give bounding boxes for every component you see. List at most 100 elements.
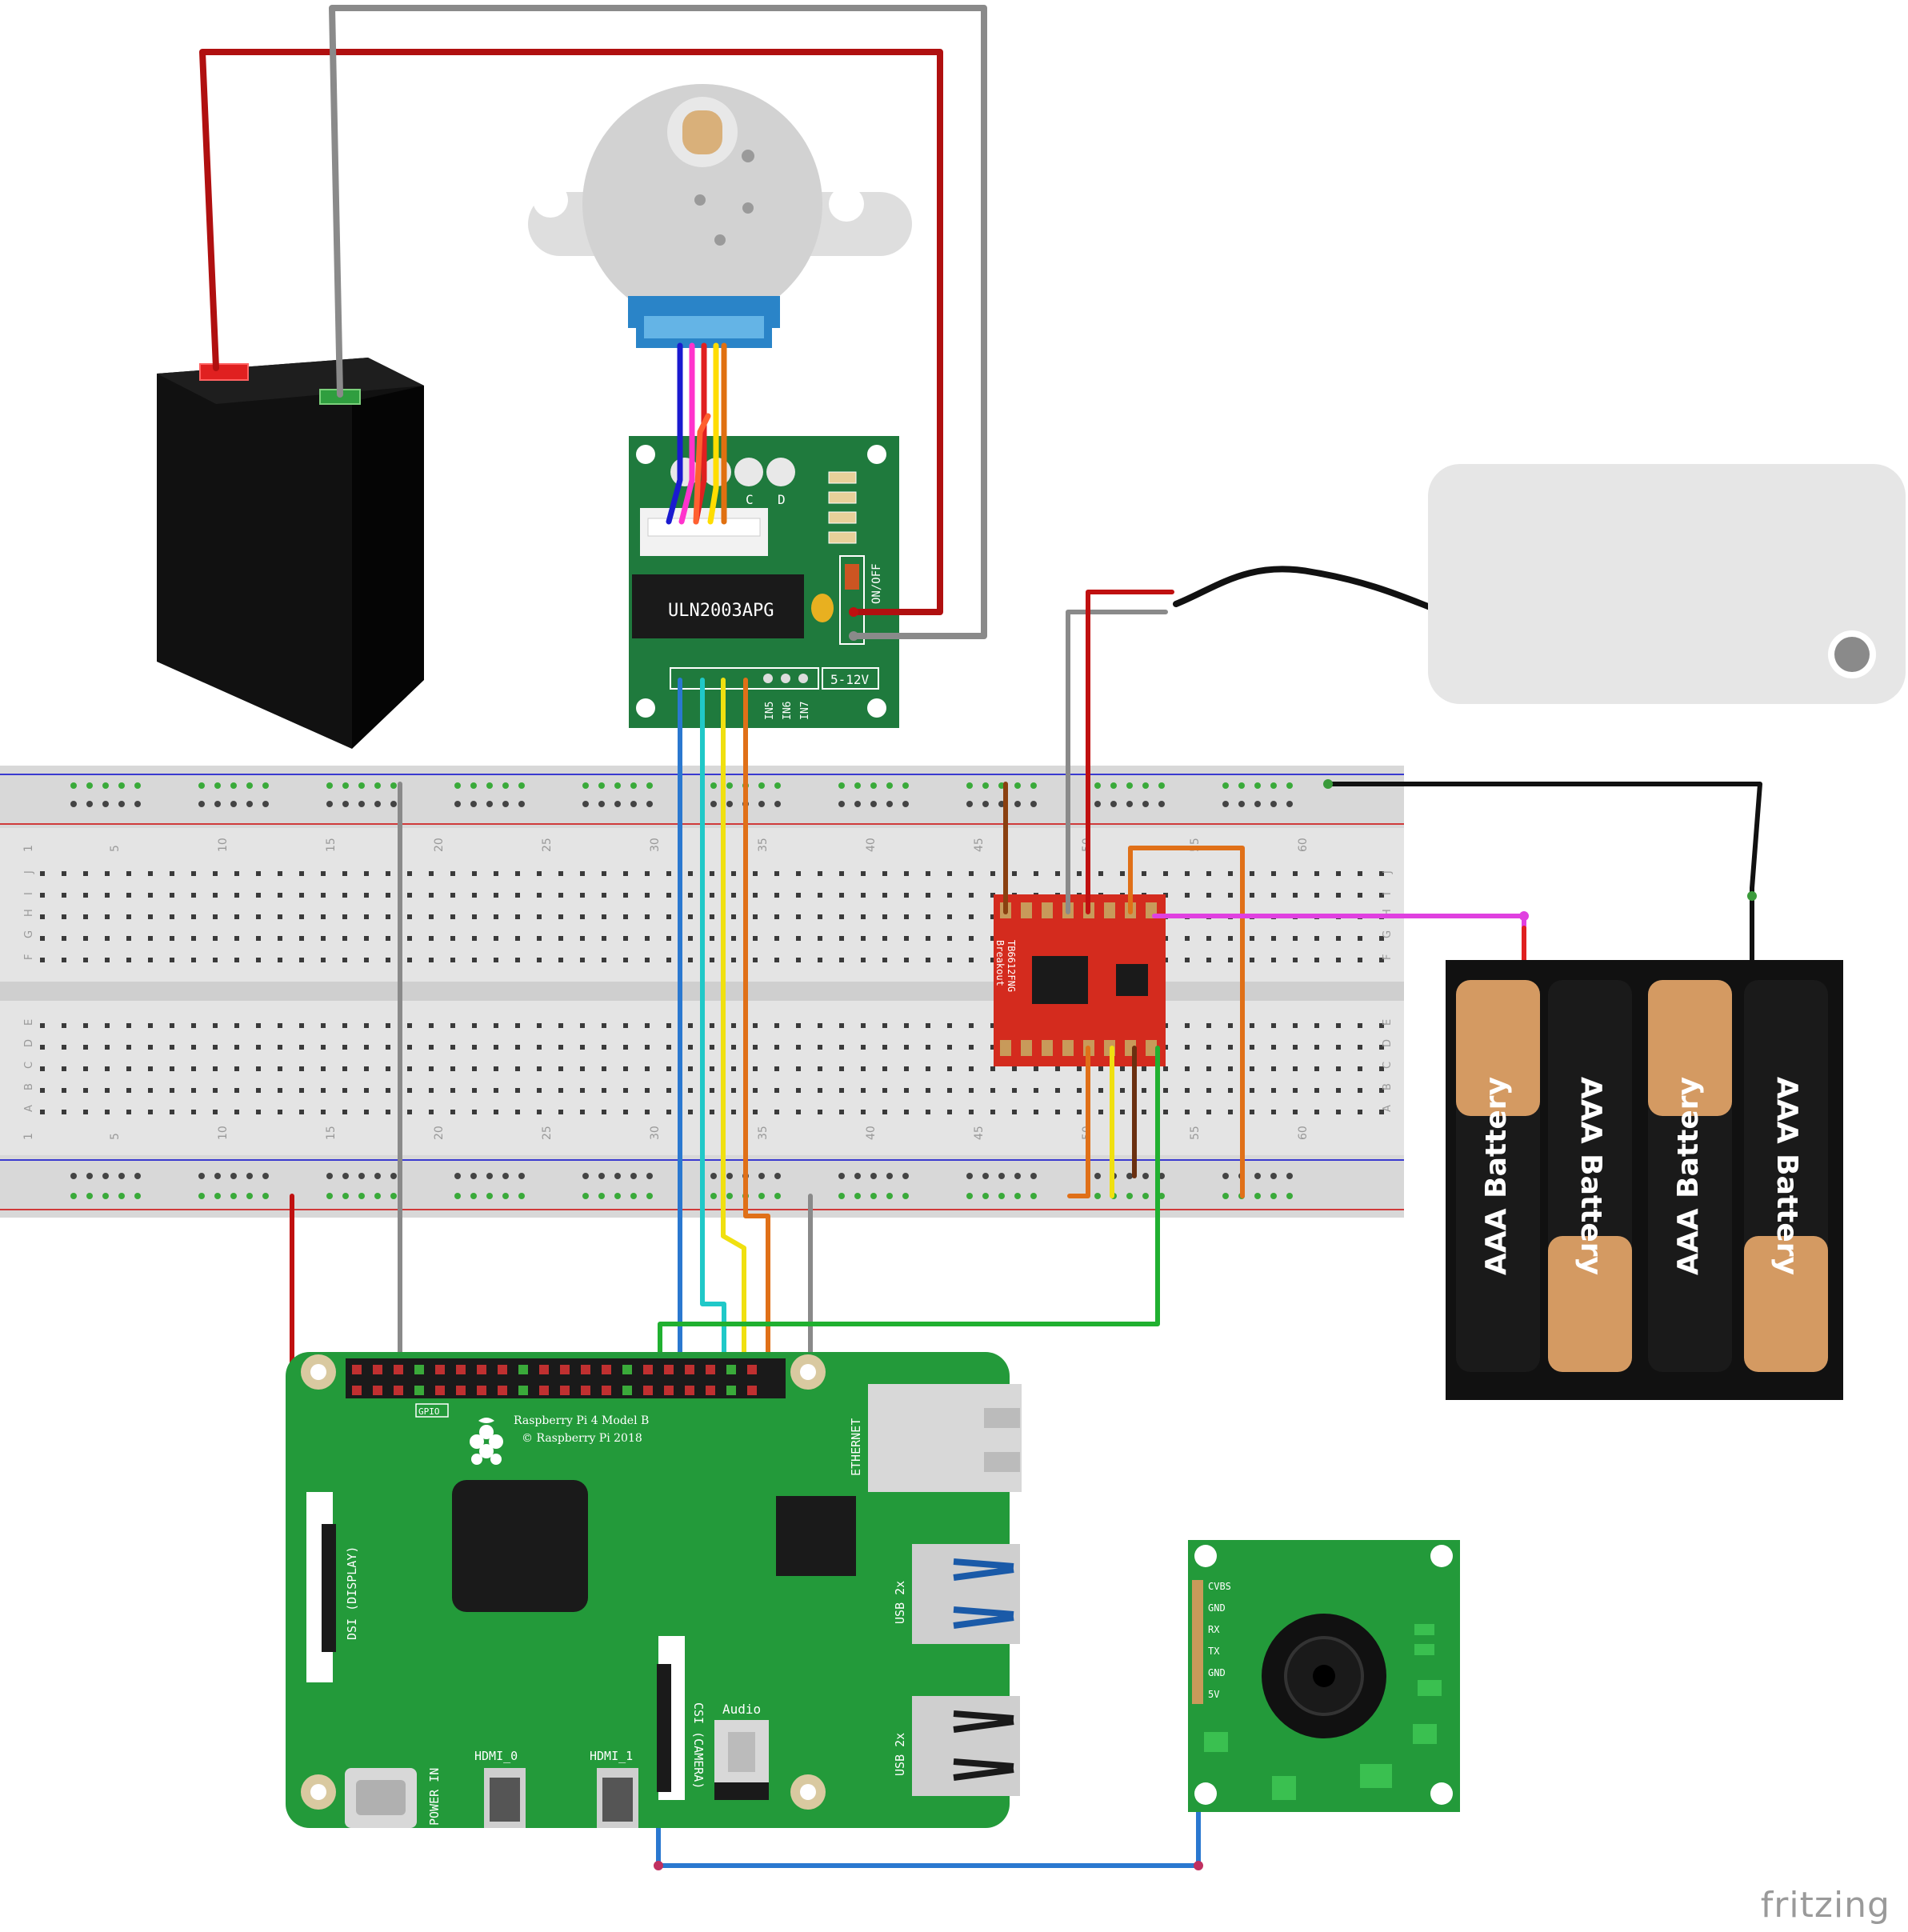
- column-number: 30: [649, 1126, 662, 1140]
- raspberry-pi: GPIO Raspberry Pi 4 Model B © Raspberry …: [286, 1352, 1022, 1828]
- pin-in6: IN6: [782, 702, 794, 720]
- column-number: 5: [109, 845, 122, 852]
- wire-tb-red: [1086, 590, 1174, 914]
- camera-module: CVBS GND RX TX GND 5V: [1188, 1540, 1460, 1812]
- row-letter: I: [1382, 892, 1394, 895]
- column-number: 35: [757, 838, 770, 852]
- usb-port-upper: [912, 1544, 1020, 1644]
- row-letter: J: [1382, 870, 1394, 874]
- aaa-cell: AAA Battery: [1456, 980, 1540, 1372]
- csi-label: CSI (CAMERA): [691, 1702, 706, 1789]
- gpio-label: GPIO: [418, 1406, 440, 1417]
- aaa-cell-label: AAA Battery: [1480, 1077, 1513, 1275]
- column-number: 60: [1297, 838, 1310, 852]
- stepper-motor: [528, 84, 912, 348]
- wire-tb-orange-top: [1128, 846, 1245, 1198]
- usb-label-lower: USB 2x: [893, 1733, 907, 1776]
- tb6612fng-breakout: TB6612FNG Breakout: [994, 894, 1166, 1066]
- column-number: 35: [757, 1126, 770, 1140]
- row-letter: J: [23, 870, 35, 874]
- breadboard-labels: 1 5 10 15 20 25 30 35 40 45 50 55 60 1 5…: [22, 838, 1394, 1140]
- column-number: 45: [973, 838, 986, 852]
- column-number: 45: [973, 1126, 986, 1140]
- cam-pin-gnd1: GND: [1208, 1602, 1226, 1614]
- dc-motor: [1428, 464, 1906, 704]
- wire-in3-yellow: [721, 678, 746, 1372]
- cam-pin-5v: 5V: [1208, 1689, 1219, 1700]
- row-letter: I: [23, 892, 35, 895]
- hdmi1-label: HDMI_1: [590, 1749, 633, 1763]
- cam-pin-rx: RX: [1208, 1624, 1220, 1635]
- column-number: 20: [433, 838, 446, 852]
- pi-copyright: © Raspberry Pi 2018: [522, 1432, 642, 1445]
- motor-leads: [666, 342, 727, 525]
- row-letter: G: [1382, 930, 1394, 938]
- row-letter: B: [1382, 1083, 1394, 1090]
- cam-pin-cvbs: CVBS: [1208, 1581, 1231, 1592]
- column-number: 25: [541, 838, 554, 852]
- battery-9v: [157, 358, 424, 749]
- cam-pin-gnd2: GND: [1208, 1667, 1226, 1678]
- column-number: 20: [433, 1126, 446, 1140]
- wire-battery-pack-gnd: [1326, 782, 1762, 962]
- column-number: 1: [22, 845, 35, 852]
- row-letter: A: [23, 1105, 35, 1112]
- wire-in2-cyan: [700, 678, 726, 1372]
- cam-pin-tx: TX: [1208, 1646, 1220, 1657]
- row-letter: F: [23, 954, 35, 960]
- voltage-label: 5-12V: [830, 672, 870, 687]
- row-letter: E: [23, 1019, 35, 1026]
- wire-dc-motor-cable: [1173, 566, 1435, 611]
- row-letter: H: [23, 909, 35, 917]
- dsi-label: DSI (DISPLAY): [345, 1546, 359, 1640]
- aaa-cell-label: AAA Battery: [1672, 1077, 1705, 1275]
- led-label-c: C: [746, 492, 754, 507]
- wire-battery-positive: [199, 49, 943, 615]
- column-number: 60: [1297, 1126, 1310, 1140]
- column-number: 30: [649, 838, 662, 852]
- wire-tb-orange-bottom: [1067, 1046, 1090, 1198]
- chip-label: ULN2003APG: [668, 601, 774, 621]
- row-letter: A: [1382, 1105, 1394, 1112]
- wire-battery-ground: [329, 5, 987, 639]
- tb6612-sub: Breakout: [994, 940, 1006, 986]
- row-letter: H: [1382, 909, 1394, 917]
- audio-label: Audio: [722, 1702, 761, 1717]
- column-number: 40: [865, 838, 878, 852]
- hdmi0-label: HDMI_0: [474, 1749, 518, 1763]
- wire-endpoints: [654, 607, 1757, 1870]
- column-number: 15: [325, 1126, 338, 1140]
- tb6612-name: TB6612FNG: [1006, 940, 1017, 992]
- aaa-battery-pack: AAA Battery AAA Battery AAA Battery AAA Bat…: [1446, 960, 1843, 1400]
- column-number: 55: [1189, 1126, 1202, 1140]
- row-letter: F: [1382, 954, 1394, 960]
- row-letter: B: [23, 1083, 35, 1090]
- aaa-cell: AAA Battery: [1548, 980, 1632, 1372]
- resistor-array: [828, 471, 857, 544]
- raspberry-logo: [470, 1418, 503, 1465]
- hdmi1-port: [597, 1768, 638, 1828]
- wire-in4-orange: [743, 678, 770, 1372]
- row-letter: E: [1382, 1019, 1394, 1026]
- row-letter: C: [1382, 1062, 1394, 1069]
- wire-pwm-green: [658, 1046, 1160, 1372]
- column-number: 15: [325, 838, 338, 852]
- column-number: 1: [22, 1133, 35, 1140]
- aaa-cell: AAA Battery: [1648, 980, 1732, 1372]
- hdmi0-port: [484, 1768, 526, 1828]
- pi-model: Raspberry Pi 4 Model B: [514, 1414, 649, 1427]
- aaa-cell-label: AAA Battery: [1574, 1077, 1607, 1275]
- column-number: 25: [541, 1126, 554, 1140]
- row-letter: C: [23, 1062, 35, 1069]
- usb-label-upper: USB 2x: [893, 1581, 907, 1624]
- column-number: 5: [109, 1133, 122, 1140]
- usb-port-lower: [912, 1696, 1020, 1796]
- aaa-cell: AAA Battery: [1744, 980, 1828, 1372]
- row-letter: D: [1382, 1039, 1394, 1047]
- ethernet-label: ETHERNET: [849, 1418, 863, 1476]
- column-number: 10: [217, 1126, 230, 1140]
- power-in-label: POWER IN: [427, 1768, 442, 1826]
- row-letter: D: [23, 1039, 35, 1047]
- switch-label: ON/OFF: [870, 563, 883, 604]
